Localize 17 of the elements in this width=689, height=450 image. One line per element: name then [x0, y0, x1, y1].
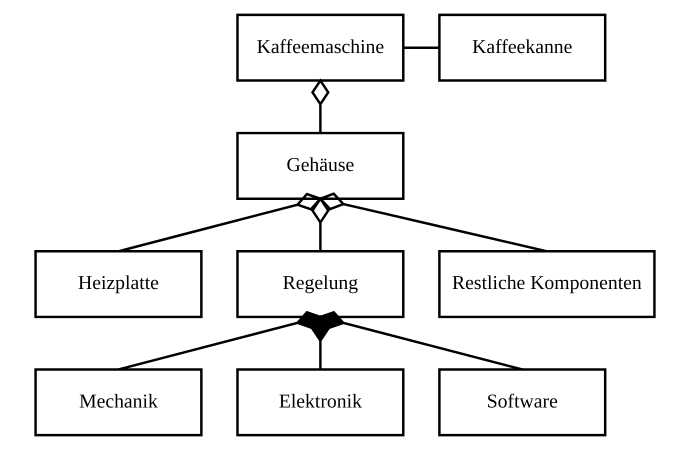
node-box: Restliche Komponenten — [438, 250, 656, 318]
node-box: Mechanik — [34, 368, 202, 436]
connector — [310, 196, 330, 252]
node-box: Software — [438, 368, 606, 436]
node-box: Gehäuse — [236, 132, 404, 200]
node-box: Kaffeekanne — [438, 14, 606, 82]
connector — [310, 78, 330, 134]
node-box: Regelung — [236, 250, 404, 318]
connector — [310, 314, 330, 370]
connector — [118, 192, 322, 252]
node-box: Kaffeemaschine — [236, 14, 404, 82]
connector — [402, 46, 438, 49]
node-box: Heizplatte — [34, 250, 202, 318]
connector — [118, 310, 322, 371]
connector — [318, 310, 522, 371]
connector — [318, 192, 547, 252]
node-box: Elektronik — [236, 368, 404, 436]
